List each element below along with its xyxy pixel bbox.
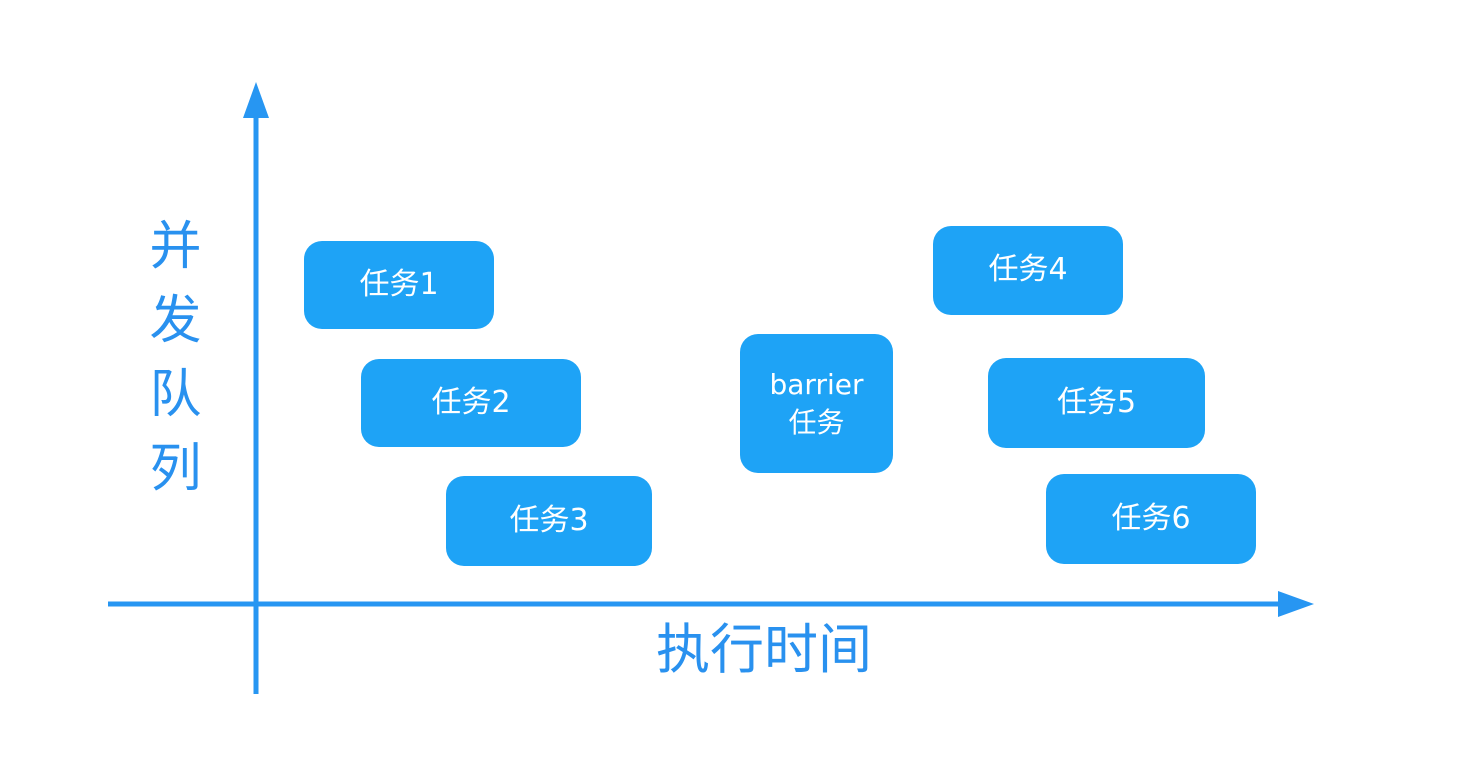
task-box-4: 任务4 xyxy=(933,226,1123,315)
task-box-2: 任务2 xyxy=(361,359,581,447)
x-axis-arrow-icon xyxy=(1278,591,1314,617)
task-box-5: 任务5 xyxy=(988,358,1205,448)
task-box-3: 任务3 xyxy=(446,476,652,566)
task-box-6: 任务6 xyxy=(1046,474,1256,564)
y-axis-label: 并发队列 xyxy=(140,218,200,514)
y-axis-arrow-icon xyxy=(243,82,269,118)
task-box-barrier: barrier 任务 xyxy=(740,334,893,473)
task-box-1: 任务1 xyxy=(304,241,494,329)
x-axis-label: 执行时间 xyxy=(656,618,872,681)
